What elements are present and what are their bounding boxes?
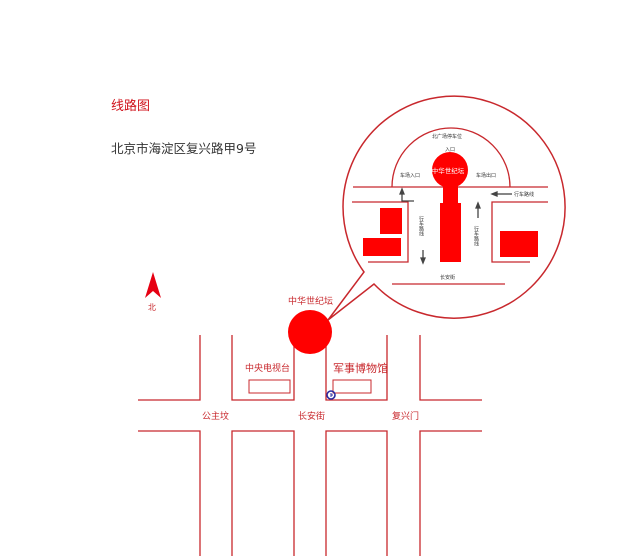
gongzhufen-label: 公主坟 [202, 410, 229, 422]
changan-street-label: 长安街 [298, 410, 325, 422]
north-label: 北 [148, 303, 156, 312]
fuxingmen-label: 复兴门 [392, 410, 419, 422]
parking-in-label: 车场入口 [400, 172, 420, 179]
metro-icon [326, 390, 336, 400]
page-title: 线路图 [111, 99, 151, 114]
inset-venue-marker [432, 152, 468, 188]
venue-label: 中华世纪坛 [288, 295, 333, 307]
parking-out-label: 车场出口 [476, 172, 496, 179]
address: 北京市海淀区复兴路甲9号 [111, 141, 257, 156]
route-right-label: 行车路线 [514, 191, 534, 198]
north-arrow-icon [145, 272, 161, 298]
museum-building [332, 379, 372, 394]
inset-callout: 北广场停车位 入口 车场入口 车场出口 行车路线 长安街 中华世纪坛 行车路线 … [327, 95, 566, 321]
route-mid-label: 行车路线 [473, 225, 479, 246]
street-lines [138, 335, 482, 556]
route-left-label: 行车路线 [418, 215, 424, 236]
museum-label: 军事博物馆 [333, 361, 388, 375]
inset-street-label: 长安街 [440, 274, 455, 281]
venue-marker[interactable] [288, 310, 332, 354]
inset-venue-label: 中华世纪坛 [432, 166, 465, 175]
parking-label: 北广场停车位 [432, 133, 462, 140]
cctv-building [248, 379, 291, 394]
cctv-label: 中央电视台 [245, 362, 290, 374]
entrance-label: 入口 [445, 147, 455, 153]
